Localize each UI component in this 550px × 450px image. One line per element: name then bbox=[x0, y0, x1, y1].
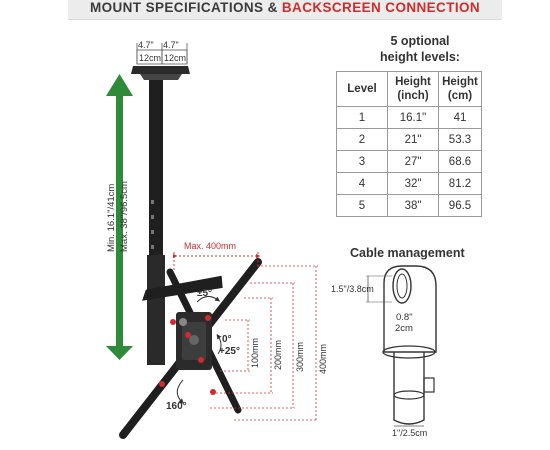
cell-height-cm: 68.6 bbox=[438, 150, 482, 173]
plate-width-cm-left: 12cm bbox=[139, 53, 162, 63]
plate-width-inch-left: 4.7" bbox=[138, 40, 154, 50]
column-header-level: Level bbox=[336, 71, 388, 107]
tilt-plusminus-label: ±5° bbox=[197, 288, 213, 299]
height-table-title-line1: 5 optional bbox=[390, 34, 450, 48]
cell-height-inch: 32" bbox=[387, 172, 439, 195]
vesa-height-300: 300mm bbox=[295, 341, 305, 372]
vesa-height-200: 200mm bbox=[273, 339, 283, 370]
tilt-range-label-line1: 0° bbox=[222, 334, 232, 345]
cell-height-inch: 27" bbox=[387, 150, 439, 173]
tilt-arrows bbox=[176, 296, 222, 404]
ceiling-plate bbox=[131, 66, 190, 80]
slot-width-label-line2: 2cm bbox=[395, 323, 413, 334]
cell-height-inch: 16.1" bbox=[387, 106, 439, 129]
column-header-height-cm: Height(cm) bbox=[438, 71, 482, 107]
plate-width-cm-right: 12cm bbox=[164, 53, 187, 63]
extension-pole bbox=[147, 80, 165, 365]
vesa-bracket bbox=[119, 258, 262, 439]
cable-management-illustration bbox=[366, 265, 437, 427]
height-range-arrow bbox=[106, 74, 133, 360]
cell-level: 3 bbox=[336, 150, 388, 173]
pole-diameter-label: 1"/2.5cm bbox=[392, 428, 428, 438]
cell-level: 5 bbox=[336, 194, 388, 217]
cell-level: 1 bbox=[336, 106, 388, 129]
max-width-label: Max. 400mm bbox=[184, 241, 237, 251]
cell-height-cm: 41 bbox=[438, 106, 482, 129]
vesa-height-100: 100mm bbox=[250, 337, 260, 368]
height-max-label: Max. 38"/96.5cm bbox=[119, 181, 130, 252]
table-header-row: Level Height(inch) Height(cm) bbox=[336, 71, 482, 107]
table-row: 2 21" 53.3 bbox=[336, 128, 482, 151]
height-table-title: 5 optional height levels: bbox=[345, 33, 495, 65]
plate-width-inch-right: 4.7" bbox=[163, 40, 179, 50]
tilt-range-label-line2: +25° bbox=[219, 346, 240, 357]
banner-title-highlight: BACKSCREEN CONNECTION bbox=[281, 0, 481, 15]
cell-level: 2 bbox=[336, 128, 388, 151]
vesa-height-400: 400mm bbox=[318, 343, 328, 374]
slot-height-label: 1.5"/3.8cm bbox=[331, 284, 374, 294]
table-row: 1 16.1" 41 bbox=[336, 106, 482, 129]
swivel-label: 160° bbox=[166, 401, 187, 412]
table-row: 4 32" 81.2 bbox=[336, 172, 482, 195]
cell-level: 4 bbox=[336, 172, 388, 195]
cell-height-cm: 53.3 bbox=[438, 128, 482, 151]
height-min-label: Min. 16.1"/41cm bbox=[106, 183, 117, 252]
cell-height-cm: 81.2 bbox=[438, 172, 482, 195]
column-header-height-inch: Height(inch) bbox=[387, 71, 439, 107]
section-banner: MOUNT SPECIFICATIONS & BACKSCREEN CONNEC… bbox=[68, 0, 502, 20]
table-row: 3 27" 68.6 bbox=[336, 150, 482, 173]
max-width-dimension bbox=[172, 252, 261, 270]
slot-width-label-line1: 0.8" bbox=[396, 312, 413, 323]
table-row: 5 38" 96.5 bbox=[336, 194, 482, 217]
plate-width-dimension bbox=[136, 43, 188, 65]
cell-height-cm: 96.5 bbox=[438, 194, 482, 217]
cell-height-inch: 38" bbox=[387, 194, 439, 217]
cable-management-title: Cable management bbox=[350, 246, 465, 260]
vesa-height-dimensions bbox=[210, 265, 318, 421]
cell-height-inch: 21" bbox=[387, 128, 439, 151]
height-levels-table: Level Height(inch) Height(cm) 1 16.1" 41… bbox=[336, 71, 482, 217]
height-table-title-line2: height levels: bbox=[380, 50, 460, 64]
banner-title: MOUNT SPECIFICATIONS & bbox=[89, 0, 282, 15]
